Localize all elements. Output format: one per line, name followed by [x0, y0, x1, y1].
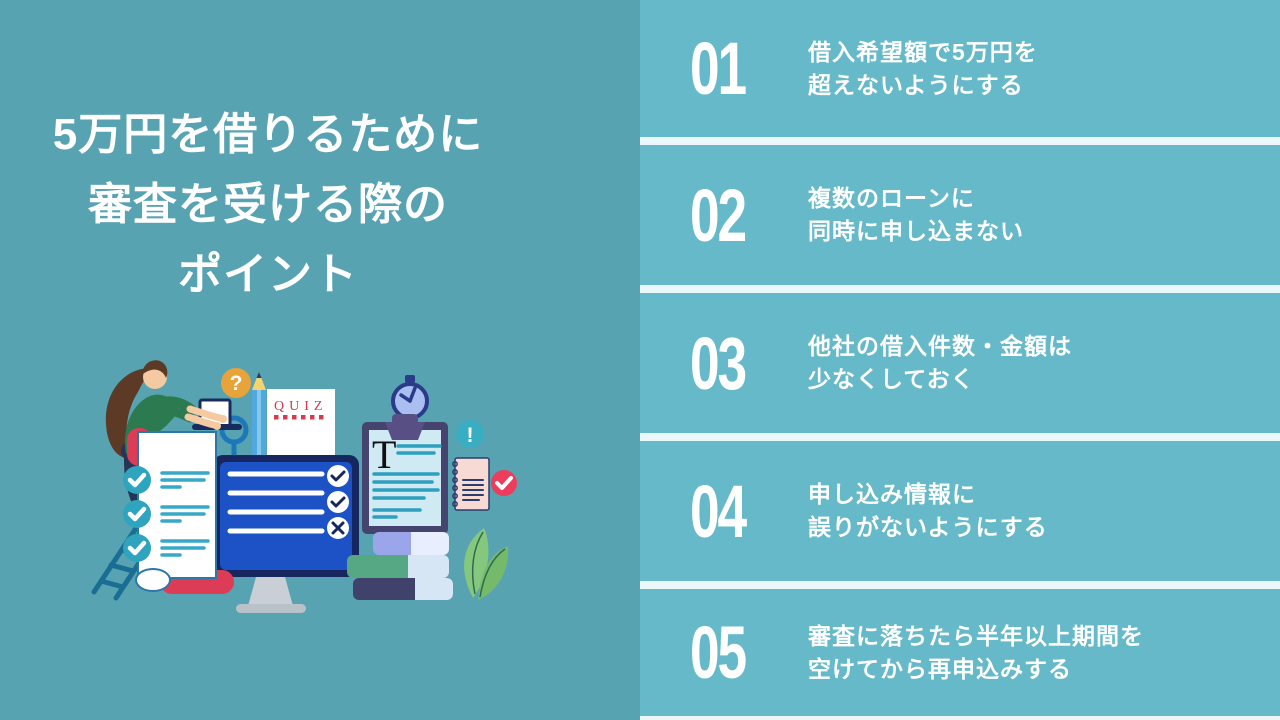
row-divider-1: [640, 137, 1280, 145]
checklist-illustration: ? QUIZ: [91, 360, 517, 613]
leaf-decoration: [464, 528, 509, 600]
point-number-5: 05: [690, 611, 747, 694]
pencil-icon: [252, 372, 266, 458]
quiz-paper: QUIZ: [267, 389, 335, 457]
row-divider-3: [640, 433, 1280, 441]
checklist-scroll: [123, 428, 234, 594]
point-number-4: 04: [690, 469, 747, 553]
page-title: 5万円を借りるために 審査を受ける際の ポイント: [0, 100, 536, 310]
point-3-line2: 少なくしておく: [808, 366, 975, 392]
exclamation-icon: !: [456, 420, 484, 448]
point-text-2: 複数のローンに 同時に申し込まない: [808, 182, 1024, 248]
point-5-line2: 空けてから再申込みする: [808, 655, 1072, 682]
point-1-line2: 超えないようにする: [808, 71, 1024, 98]
point-number-3: 03: [690, 321, 747, 405]
point-text-4: 申し込み情報に 誤りがないようにする: [808, 478, 1048, 544]
svg-text:T: T: [372, 432, 396, 477]
clipboard-graphic: T: [362, 414, 448, 534]
svg-text:!: !: [467, 424, 474, 447]
point-row-2: 02 複数のローンに 同時に申し込まない: [640, 145, 1280, 285]
point-number-1: 01: [690, 27, 747, 110]
left-panel: 5万円を借りるために 審査を受ける際の ポイント: [0, 100, 536, 613]
title-line2: 審査を受ける際の: [88, 180, 448, 229]
point-2-line2: 同時に申し込まない: [808, 218, 1024, 244]
svg-text:?: ?: [230, 372, 243, 395]
check-badge-icon: [491, 470, 517, 496]
point-text-5: 審査に落ちたら半年以上期間を 空けてから再申込みする: [808, 620, 1144, 686]
notepad-graphic: [452, 457, 490, 511]
bottom-strip: [640, 716, 1280, 720]
point-row-3: 03 他社の借入件数・金額は 少なくしておく: [640, 293, 1280, 433]
point-row-4: 04 申し込み情報に 誤りがないようにする: [640, 441, 1280, 581]
books-stack: [347, 532, 453, 600]
row-divider-2: [640, 285, 1280, 293]
svg-text:QUIZ: QUIZ: [274, 399, 327, 414]
point-5-line1: 審査に落ちたら半年以上期間を: [808, 622, 1144, 649]
question-icon: ?: [221, 368, 251, 398]
title-line1: 5万円を借りるために: [52, 110, 484, 159]
point-text-1: 借入希望額で5万円を 超えないようにする: [808, 36, 1038, 102]
woman-arms: [157, 396, 227, 430]
point-3-line1: 他社の借入件数・金額は: [808, 333, 1072, 359]
point-1-line1: 借入希望額で5万円を: [808, 38, 1038, 65]
point-text-3: 他社の借入件数・金額は 少なくしておく: [808, 330, 1072, 396]
point-number-2: 02: [690, 173, 747, 257]
stopwatch-icon: [391, 375, 429, 420]
point-row-1: 01 借入希望額で5万円を 超えないようにする: [640, 0, 1280, 137]
point-4-line2: 誤りがないようにする: [808, 514, 1048, 540]
monitor-graphic: [213, 455, 359, 613]
point-row-5: 05 審査に落ちたら半年以上期間を 空けてから再申込みする: [640, 589, 1280, 716]
point-4-line1: 申し込み情報に: [808, 481, 976, 507]
row-divider-4: [640, 581, 1280, 589]
points-panel: 01 借入希望額で5万円を 超えないようにする 02 複数のローンに 同時に申し…: [640, 0, 1280, 720]
title-line3: ポイント: [178, 250, 358, 299]
point-2-line1: 複数のローンに: [808, 185, 975, 211]
